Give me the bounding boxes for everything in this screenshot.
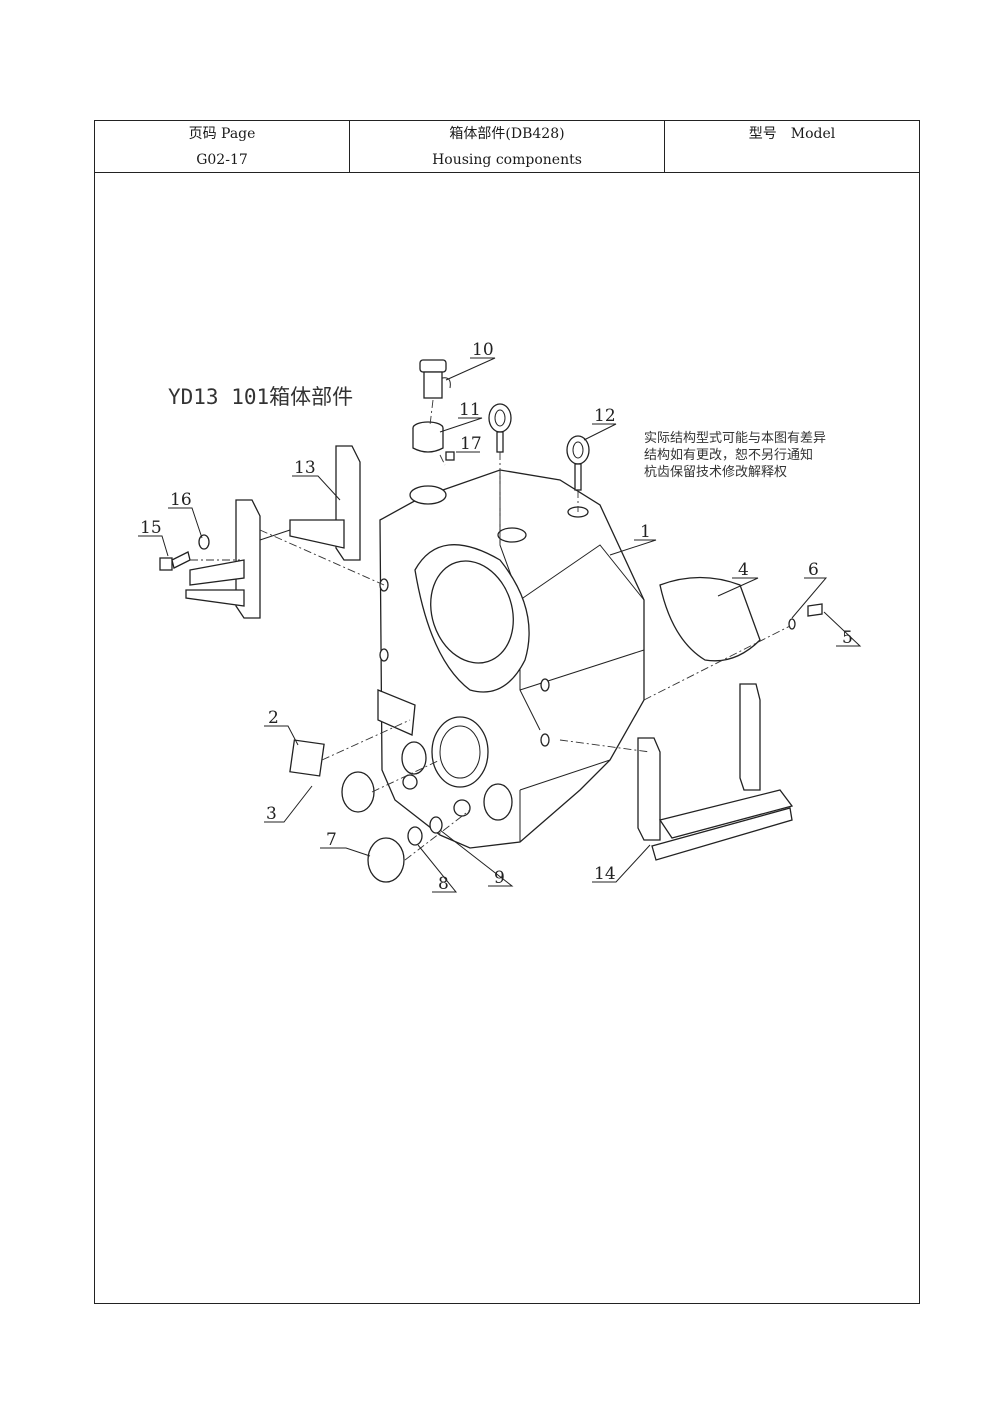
part-label-5: 5 [842,628,853,648]
screw-washer-part [788,618,796,630]
screw-part [807,603,823,617]
model-cell: 型号 Model [664,121,919,172]
page-number: G02-17 [196,152,248,168]
part-label-8: 8 [438,874,449,894]
leader-lines [138,357,862,893]
title-cell: 箱体部件(DB428) Housing components [349,121,664,172]
o-ring-part [429,816,443,834]
part-label-3: 3 [266,804,277,824]
part-label-14: 14 [594,864,616,884]
washer-part [198,534,210,550]
page-label: 页码 Page [188,126,256,142]
drawing-title: YD13 101箱体部件 [168,385,353,409]
note-line-1: 实际结构型式可能与本图有差异 [644,431,826,446]
part-label-16: 16 [170,490,192,510]
part-label-10: 10 [472,340,494,360]
seal-cover-part [341,771,375,813]
left-mount-bracket [185,445,361,619]
part-label-2: 2 [268,708,279,728]
nameplate-part [289,739,325,777]
eye-bolt-right [566,435,590,491]
part-label-7: 7 [326,830,337,850]
assembly-centerlines [190,399,791,861]
part-label-6: 6 [808,560,819,580]
end-cover-part [367,837,405,883]
bolt-part [159,551,191,571]
part-label-17: 17 [460,434,482,454]
part-label-11: 11 [459,400,481,420]
part-label-9: 9 [494,868,505,888]
title-cn: 箱体部件(DB428) [449,126,565,142]
model-label: 型号 Model [748,126,836,142]
note-line-3: 杭齿保留技术修改解释权 [644,464,787,480]
note-line-2: 结构如有更改，恕不另行通知 [644,447,813,463]
document-sheet: 页码 Page G02-17 箱体部件(DB428) Housing compo… [94,120,920,1304]
part-label-12: 12 [594,406,616,426]
title-en: Housing components [432,152,582,168]
drain-plug-part [407,826,423,846]
part-label-15: 15 [140,518,162,538]
part-label-1: 1 [640,522,651,542]
cover-part [659,576,761,662]
part-label-13: 13 [294,458,316,478]
small-plug-part [445,451,455,461]
housing-body [377,469,645,849]
page-cell: 页码 Page G02-17 [95,121,349,172]
eye-bolt-left [488,403,512,453]
breather-part [419,359,451,399]
adapter-part [412,421,444,453]
header-table: 页码 Page G02-17 箱体部件(DB428) Housing compo… [95,121,919,173]
part-label-4: 4 [738,560,749,580]
right-mount-bracket [637,683,794,861]
